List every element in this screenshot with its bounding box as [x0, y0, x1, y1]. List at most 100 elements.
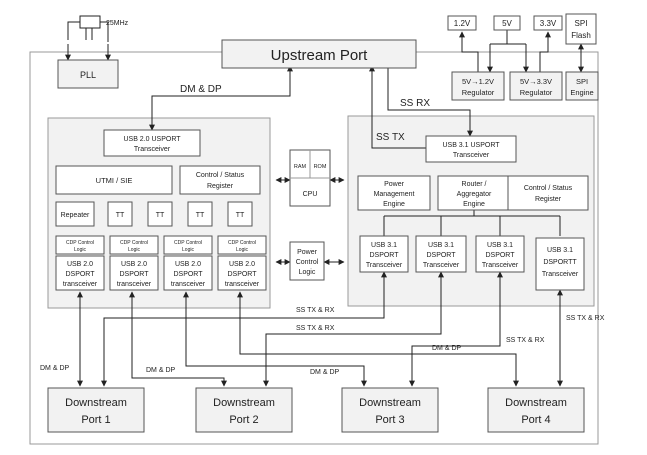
svg-text:5V→1.2V: 5V→1.2V: [462, 77, 494, 86]
svg-text:Logic: Logic: [182, 247, 194, 253]
svg-text:Logic: Logic: [74, 247, 86, 253]
usb3-control-status-register: Control / Status Register: [507, 175, 589, 211]
svg-text:1.2V: 1.2V: [454, 19, 471, 28]
svg-text:Downstream: Downstream: [213, 397, 275, 409]
svg-text:Engine: Engine: [463, 201, 485, 208]
svg-text:Router /: Router /: [462, 181, 487, 188]
signal-label-dm-dp: DM & DP: [146, 367, 176, 374]
svg-text:Engine: Engine: [383, 201, 405, 208]
spi-flash: SPI Flash: [565, 13, 597, 45]
svg-text:Transceiver: Transceiver: [134, 146, 171, 153]
usb2-dsport-transceiver: USB 2.0 DSPORT transceiver: [109, 255, 159, 291]
svg-text:USB 3.1 USPORT: USB 3.1 USPORT: [442, 142, 500, 149]
signal-label-ss-txrx: SS TX & RX: [566, 315, 605, 322]
svg-text:5V: 5V: [502, 19, 512, 28]
svg-text:transceiver: transceiver: [63, 281, 98, 288]
power-management-engine: Power Management Engine: [357, 175, 431, 211]
svg-text:TT: TT: [236, 212, 245, 219]
crystal-frequency-label: 25MHz: [106, 20, 129, 27]
downstream-port-1: Downstream Port 1: [47, 387, 145, 433]
cdp-control-logic: CDP Control Logic: [55, 235, 105, 255]
svg-text:USB 2.0: USB 2.0: [121, 261, 147, 268]
svg-text:Regulator: Regulator: [520, 88, 553, 97]
svg-text:CDP Control: CDP Control: [174, 240, 202, 246]
svg-text:Power: Power: [297, 249, 318, 256]
svg-text:USB 2.0 USPORT: USB 2.0 USPORT: [123, 136, 181, 143]
svg-text:DSPORTT: DSPORTT: [543, 259, 577, 266]
signal-label-dm-dp: DM & DP: [432, 345, 462, 352]
signal-label-ss-txrx: SS TX & RX: [506, 337, 545, 344]
tt-block: TT: [147, 201, 173, 227]
svg-text:USB 2.0: USB 2.0: [67, 261, 93, 268]
svg-text:DSPORT: DSPORT: [227, 271, 257, 278]
svg-text:Transceiver: Transceiver: [423, 262, 460, 269]
svg-text:CDP Control: CDP Control: [66, 240, 94, 246]
svg-text:5V→3.3V: 5V→3.3V: [520, 77, 552, 86]
svg-text:USB 3.1: USB 3.1: [547, 247, 573, 254]
svg-text:Control / Status: Control / Status: [196, 172, 245, 179]
svg-text:Downstream: Downstream: [65, 397, 127, 409]
signal-label-ss-rx: SS RX: [400, 98, 430, 109]
svg-text:Repeater: Repeater: [61, 212, 90, 219]
usb3-dsport-transceiver: USB 3.1 DSPORTT Transceiver: [535, 237, 585, 291]
svg-text:CDP Control: CDP Control: [228, 240, 256, 246]
svg-text:Flash: Flash: [571, 31, 591, 40]
svg-text:Logic: Logic: [299, 269, 316, 276]
svg-text:Transceiver: Transceiver: [482, 262, 519, 269]
svg-text:Downstream: Downstream: [505, 397, 567, 409]
utmi-sie-block: UTMI / SIE: [55, 165, 173, 195]
usb2-usport-transceiver: USB 2.0 USPORT Transceiver: [103, 129, 201, 157]
downstream-port-4: Downstream Port 4: [487, 387, 585, 433]
svg-text:UTMI / SIE: UTMI / SIE: [96, 176, 133, 185]
pll-block: PLL: [57, 59, 119, 89]
spi-engine: SPI Engine: [565, 71, 599, 101]
signal-label-ss-tx: SS TX: [376, 132, 405, 143]
svg-text:USB 2.0: USB 2.0: [175, 261, 201, 268]
signal-label-dm-dp: DM & DP: [310, 369, 340, 376]
tt-block: TT: [187, 201, 213, 227]
rail-1v2: 1.2V: [447, 15, 477, 31]
crystal-oscillator: [79, 15, 101, 29]
svg-text:RAM: RAM: [294, 164, 307, 170]
regulator-1v2: 5V→1.2V Regulator: [451, 71, 505, 101]
power-control-logic: Power Control Logic: [289, 241, 325, 281]
signal-label-ss-txrx: SS TX & RX: [296, 307, 335, 314]
svg-text:Transceiver: Transceiver: [453, 152, 490, 159]
router-aggregator-engine: Router / Aggregator Engine: [437, 175, 511, 211]
svg-text:USB 2.0: USB 2.0: [229, 261, 255, 268]
cdp-control-logic: CDP Control Logic: [109, 235, 159, 255]
signal-label-ss-txrx: SS TX & RX: [296, 325, 335, 332]
svg-text:TT: TT: [156, 212, 165, 219]
svg-text:DSPORT: DSPORT: [119, 271, 149, 278]
svg-text:CDP Control: CDP Control: [120, 240, 148, 246]
downstream-port-2: Downstream Port 2: [195, 387, 293, 433]
svg-text:DSPORT: DSPORT: [173, 271, 203, 278]
svg-text:Management: Management: [374, 191, 415, 198]
svg-text:Control: Control: [296, 259, 319, 266]
cdp-control-logic: CDP Control Logic: [217, 235, 267, 255]
svg-text:transceiver: transceiver: [171, 281, 206, 288]
svg-text:Port 1: Port 1: [81, 414, 110, 426]
svg-text:PLL: PLL: [80, 70, 96, 80]
rail-5v: 5V: [493, 15, 521, 31]
tt-block: TT: [107, 201, 133, 227]
svg-text:TT: TT: [116, 212, 125, 219]
svg-text:Port 2: Port 2: [229, 414, 258, 426]
svg-text:SPI: SPI: [576, 77, 588, 86]
signal-label-dm-dp: DM & DP: [180, 84, 222, 95]
repeater-block: Repeater: [55, 201, 95, 227]
svg-text:DSPORT: DSPORT: [426, 252, 456, 259]
svg-text:Transceiver: Transceiver: [542, 271, 579, 278]
svg-text:transceiver: transceiver: [225, 281, 260, 288]
svg-text:Engine: Engine: [570, 88, 593, 97]
svg-text:USB 3.1: USB 3.1: [428, 242, 454, 249]
svg-text:Regulator: Regulator: [462, 88, 495, 97]
usb2-dsport-transceiver: USB 2.0 DSPORT transceiver: [217, 255, 267, 291]
svg-text:DSPORT: DSPORT: [369, 252, 399, 259]
svg-text:ROM: ROM: [314, 164, 327, 170]
svg-text:DSPORT: DSPORT: [65, 271, 95, 278]
svg-text:Downstream: Downstream: [359, 397, 421, 409]
usb3-dsport-transceiver: USB 3.1 DSPORT Transceiver: [359, 235, 409, 273]
svg-text:Power: Power: [384, 181, 405, 188]
